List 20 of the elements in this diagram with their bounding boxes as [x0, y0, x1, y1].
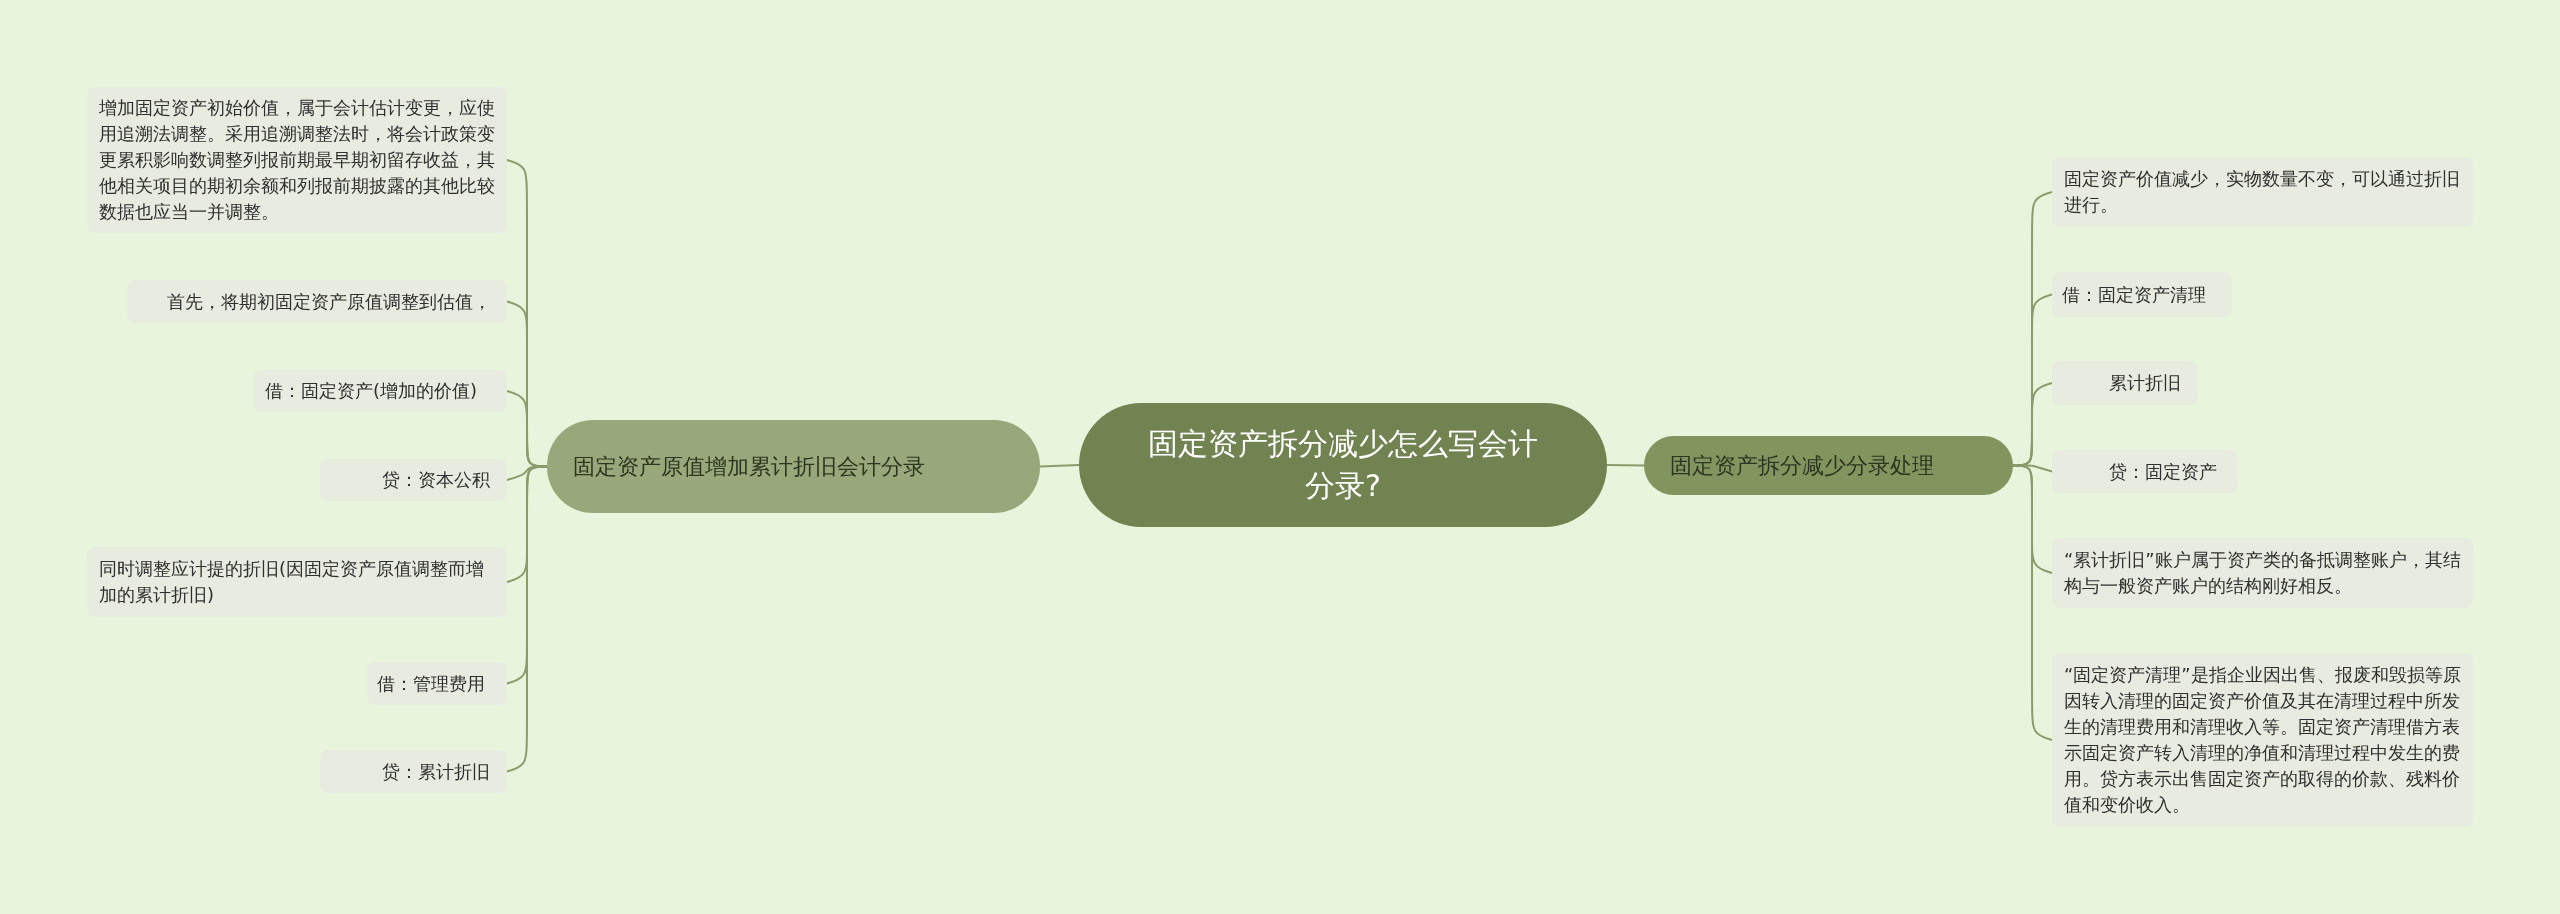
- central-topic: 固定资产拆分减少怎么写会计分录?: [1079, 403, 1607, 527]
- leaf-topic: 累计折旧: [2052, 361, 2198, 405]
- leaf-topic: 贷：资本公积: [320, 459, 507, 501]
- leaf-topic: 借：固定资产清理: [2052, 272, 2232, 317]
- leaf-topic: 首先，将期初固定资产原值调整到估值，: [127, 280, 507, 323]
- leaf-topic: “累计折旧”账户属于资产类的备抵调整账户，其结构与一般资产账户的结构刚好相反。: [2052, 538, 2473, 608]
- leaf-topic: 固定资产价值减少，实物数量不变，可以通过折旧进行。: [2052, 157, 2473, 227]
- leaf-topic: 同时调整应计提的折旧(因固定资产原值调整而增加的累计折旧): [87, 547, 507, 617]
- leaf-topic: 借：管理费用: [367, 662, 507, 705]
- branch-line: [1039, 464, 1080, 468]
- branch-line: [506, 465, 548, 773]
- leaf-topic: 贷：固定资产: [2052, 450, 2238, 493]
- leaf-topic: 增加固定资产初始价值，属于会计估计变更，应使用追溯法调整。采用追溯调整法时，将会计政策变更累积影响数调整列报前期最早期初留存收益，其他相关项目的期初余额和列报前期披露的其他比较数据也应当一并调整。: [87, 87, 507, 233]
- leaf-topic: “固定资产清理”是指企业因出售、报废和毁损等原因转入清理的固定资产价值及其在清理过程中所发生的清理费用和清理收入等。固定资产清理借方表示固定资产转入清理的净值和清理过程中发生的费用。贷方表示出售固定资产的取得的价款、残料价值和变价收入。: [2052, 653, 2473, 827]
- leaf-topic: 贷：累计折旧: [320, 750, 507, 793]
- branch-topic: 固定资产原值增加累计折旧会计分录: [547, 420, 1040, 513]
- branch-line: [2012, 464, 2053, 741]
- branch-line: [1606, 464, 1645, 467]
- branch-topic: 固定资产拆分减少分录处理: [1644, 436, 2013, 495]
- leaf-topic: 借：固定资产(增加的价值): [253, 370, 507, 412]
